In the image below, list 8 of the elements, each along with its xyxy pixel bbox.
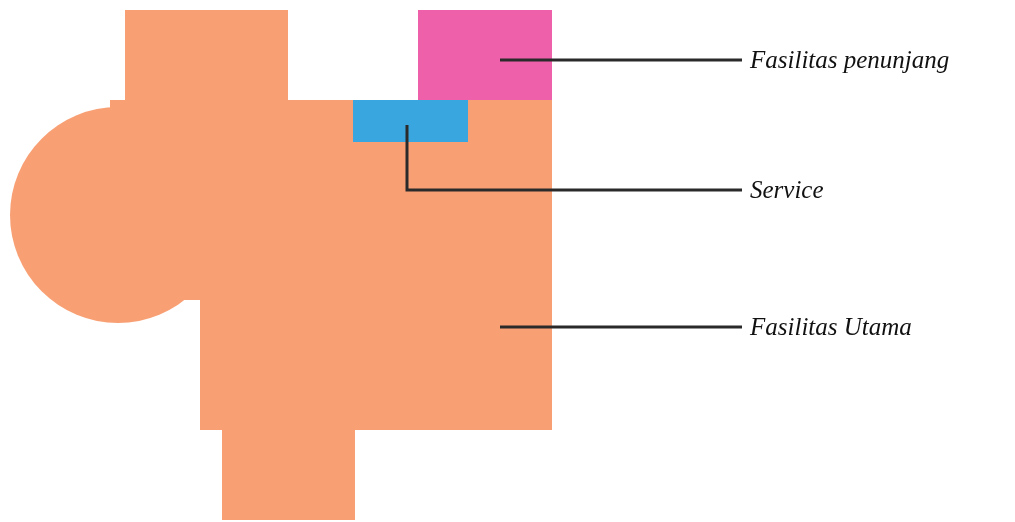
support-facility-zone [418,10,552,100]
zone-label: Service [750,175,824,205]
leader-line [500,58,742,62]
zone-label: Fasilitas penunjang [750,45,950,75]
zone-label: Fasilitas Utama [750,312,912,342]
service-zone [353,100,468,142]
leader-line [500,325,742,329]
leader-line [405,125,742,192]
